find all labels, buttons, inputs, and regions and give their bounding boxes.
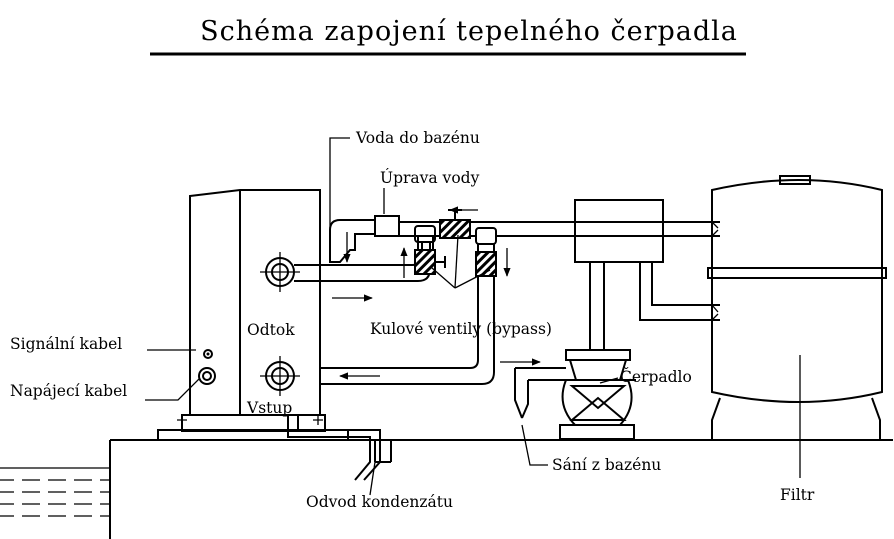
ground-slab xyxy=(0,439,893,539)
bypass-valve-left xyxy=(414,236,446,275)
label-kulove-ventily: Kulové ventily (bypass) xyxy=(370,320,552,338)
signal-cable-port xyxy=(203,349,213,359)
pool-water xyxy=(0,467,110,517)
label-odvod-kondenzatu: Odvod kondenzátu xyxy=(306,493,453,511)
condensate-drain-pipe xyxy=(287,415,381,481)
label-cerpadlo: Čerpadlo xyxy=(620,368,692,386)
label-voda-do-bazenu: Voda do bazénu xyxy=(355,129,480,147)
label-sani-z-bazenu: Sání z bazénu xyxy=(552,456,661,474)
heat-pump-unit xyxy=(157,189,349,441)
power-cable-port xyxy=(198,367,216,385)
inlet-connector xyxy=(260,356,300,396)
leader-lines xyxy=(145,137,801,496)
flow-arrows xyxy=(332,206,541,380)
filter-pump-piping xyxy=(574,199,720,350)
filter xyxy=(707,175,887,441)
label-odtok: Odtok xyxy=(247,321,295,339)
label-napajeci-kabel: Napájecí kabel xyxy=(10,382,127,400)
main-upper-pipe xyxy=(470,221,720,237)
pump xyxy=(514,349,636,440)
outlet-connector xyxy=(260,252,300,292)
diagram-title: Schéma zapojení tepelného čerpadla xyxy=(200,16,738,47)
label-vstup: Vstup xyxy=(246,399,292,417)
bypass-valve-horizontal xyxy=(439,209,471,239)
label-signalni-kabel: Signální kabel xyxy=(10,335,122,353)
bypass-valve-right xyxy=(320,227,497,385)
label-filtr: Filtr xyxy=(780,486,815,504)
label-uprava-vody: Úprava vody xyxy=(380,169,480,187)
